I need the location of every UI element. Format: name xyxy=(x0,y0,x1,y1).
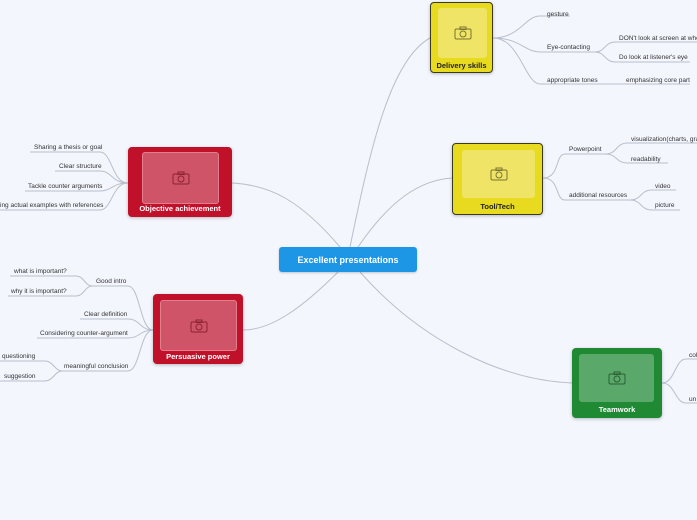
image-placeholder xyxy=(438,8,487,58)
image-placeholder xyxy=(579,354,654,402)
topic-considering-counter-argument[interactable]: Considering counter-argument xyxy=(40,330,128,337)
topic-emphasizing-core-part[interactable]: emphasizing core part xyxy=(626,77,690,84)
camera-icon xyxy=(454,26,471,40)
central-topic[interactable]: Excellent presentations xyxy=(279,247,417,272)
topic-teamwork-2[interactable]: un xyxy=(689,396,697,403)
topic-actual-examples[interactable]: ing actual examples with references xyxy=(0,202,104,209)
topic-appropriate-tones[interactable]: appropriate tones xyxy=(547,77,598,84)
image-placeholder xyxy=(462,150,535,198)
topic-tackle-counter-arguments[interactable]: Tackle counter arguments xyxy=(28,183,103,190)
topic-questioning[interactable]: questioning xyxy=(2,353,36,360)
camera-icon xyxy=(190,319,207,332)
topic-dont-look-at-screen[interactable]: DON't look at screen at who xyxy=(619,35,697,42)
topic-picture[interactable]: picture xyxy=(655,202,675,209)
connector-delivery xyxy=(349,37,431,248)
camera-icon xyxy=(172,171,189,185)
image-placeholder xyxy=(160,300,237,351)
topic-do-look-at-eye[interactable]: Do look at listener's eye xyxy=(619,54,688,61)
connector-tool xyxy=(357,177,453,248)
node-objective-achievement[interactable]: Objective achievement xyxy=(128,147,232,217)
node-delivery-skills[interactable]: Delivery skills xyxy=(430,2,493,73)
topic-visualization[interactable]: visualization(charts, gra xyxy=(631,136,697,143)
node-title: Tool/Tech xyxy=(480,202,515,211)
topic-meaningful-conclusion[interactable]: meaningful conclusion xyxy=(64,363,129,370)
topic-additional-resources[interactable]: additional resources xyxy=(569,192,628,199)
topic-sharing-thesis[interactable]: Sharing a thesis or goal xyxy=(34,144,103,151)
topic-readability[interactable]: readability xyxy=(631,156,661,163)
topic-suggestion[interactable]: suggestion xyxy=(4,373,36,380)
topic-powerpoint[interactable]: Powerpoint xyxy=(569,146,602,153)
topic-video[interactable]: video xyxy=(655,183,671,190)
node-title: Objective achievement xyxy=(139,204,221,213)
topic-why-it-is-important[interactable]: why it is important? xyxy=(11,288,67,295)
camera-icon xyxy=(490,167,507,181)
topic-teamwork-1[interactable]: col xyxy=(689,352,697,359)
node-teamwork[interactable]: Teamwork xyxy=(572,348,662,418)
connector-persuasive xyxy=(242,271,339,331)
topic-good-intro[interactable]: Good intro xyxy=(96,278,127,285)
topic-gesture[interactable]: gesture xyxy=(547,11,569,18)
topic-clear-structure[interactable]: Clear structure xyxy=(59,163,102,170)
connector-objective xyxy=(231,182,341,248)
topic-clear-definition[interactable]: Clear definition xyxy=(84,311,128,318)
topic-eye-contacting[interactable]: Eye-contacting xyxy=(547,44,590,51)
camera-icon xyxy=(608,371,625,385)
connector-teamwork xyxy=(359,271,573,384)
image-placeholder xyxy=(142,152,219,204)
topic-what-is-important[interactable]: what is important? xyxy=(14,268,67,275)
node-tool-tech[interactable]: Tool/Tech xyxy=(452,143,543,215)
node-title: Persuasive power xyxy=(166,352,230,361)
node-title: Teamwork xyxy=(598,405,636,414)
node-persuasive-power[interactable]: Persuasive power xyxy=(153,294,243,364)
node-title: Delivery skills xyxy=(436,61,487,70)
